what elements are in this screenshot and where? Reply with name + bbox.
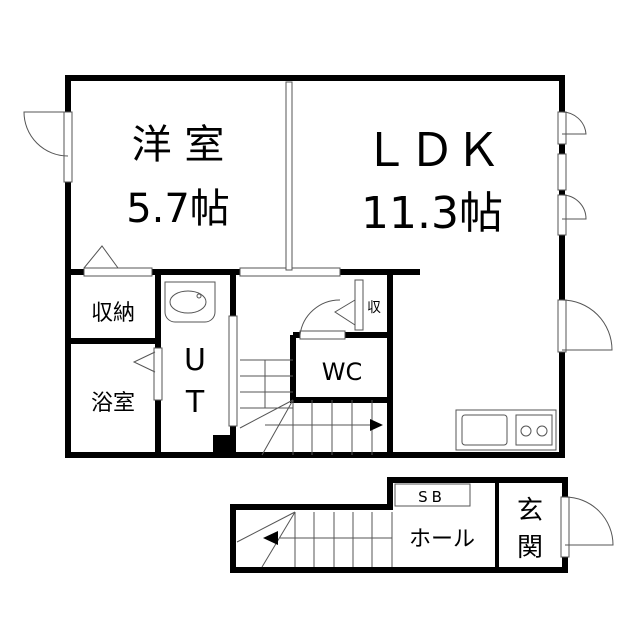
ldk-size: 11.3帖 [361, 188, 503, 239]
utility-label-2: T [185, 385, 205, 420]
shoe-box-label: SB [418, 488, 446, 506]
bath-label: 浴室 [91, 391, 135, 416]
kitchen-counter-icon [455, 409, 557, 451]
stairs-upper [239, 359, 373, 456]
openings [63, 81, 570, 558]
hall-label: ホール [409, 527, 475, 552]
storage-label: 収納 [91, 301, 135, 326]
pillar [213, 435, 233, 455]
western-room-size: 5.7帖 [126, 186, 230, 232]
stairs-down-arrow-icon [263, 531, 278, 545]
stairs-lower [236, 483, 471, 568]
outer-wall [65, 75, 565, 458]
entrance-label-1: 玄 [517, 496, 543, 526]
wc-label: WC [322, 358, 363, 386]
ldk-label: ＬＤＫ [363, 123, 501, 177]
small-storage-label: 収 [367, 300, 381, 316]
entrance-label-2: 関 [517, 533, 543, 563]
western-room-label: 洋 室 [132, 122, 225, 168]
stairs-up-arrow-icon [370, 419, 383, 431]
utility-label-1: U [184, 343, 206, 378]
door-swings [23, 111, 614, 546]
washbasin-icon [164, 281, 216, 323]
lower-outer-wall [230, 477, 568, 573]
